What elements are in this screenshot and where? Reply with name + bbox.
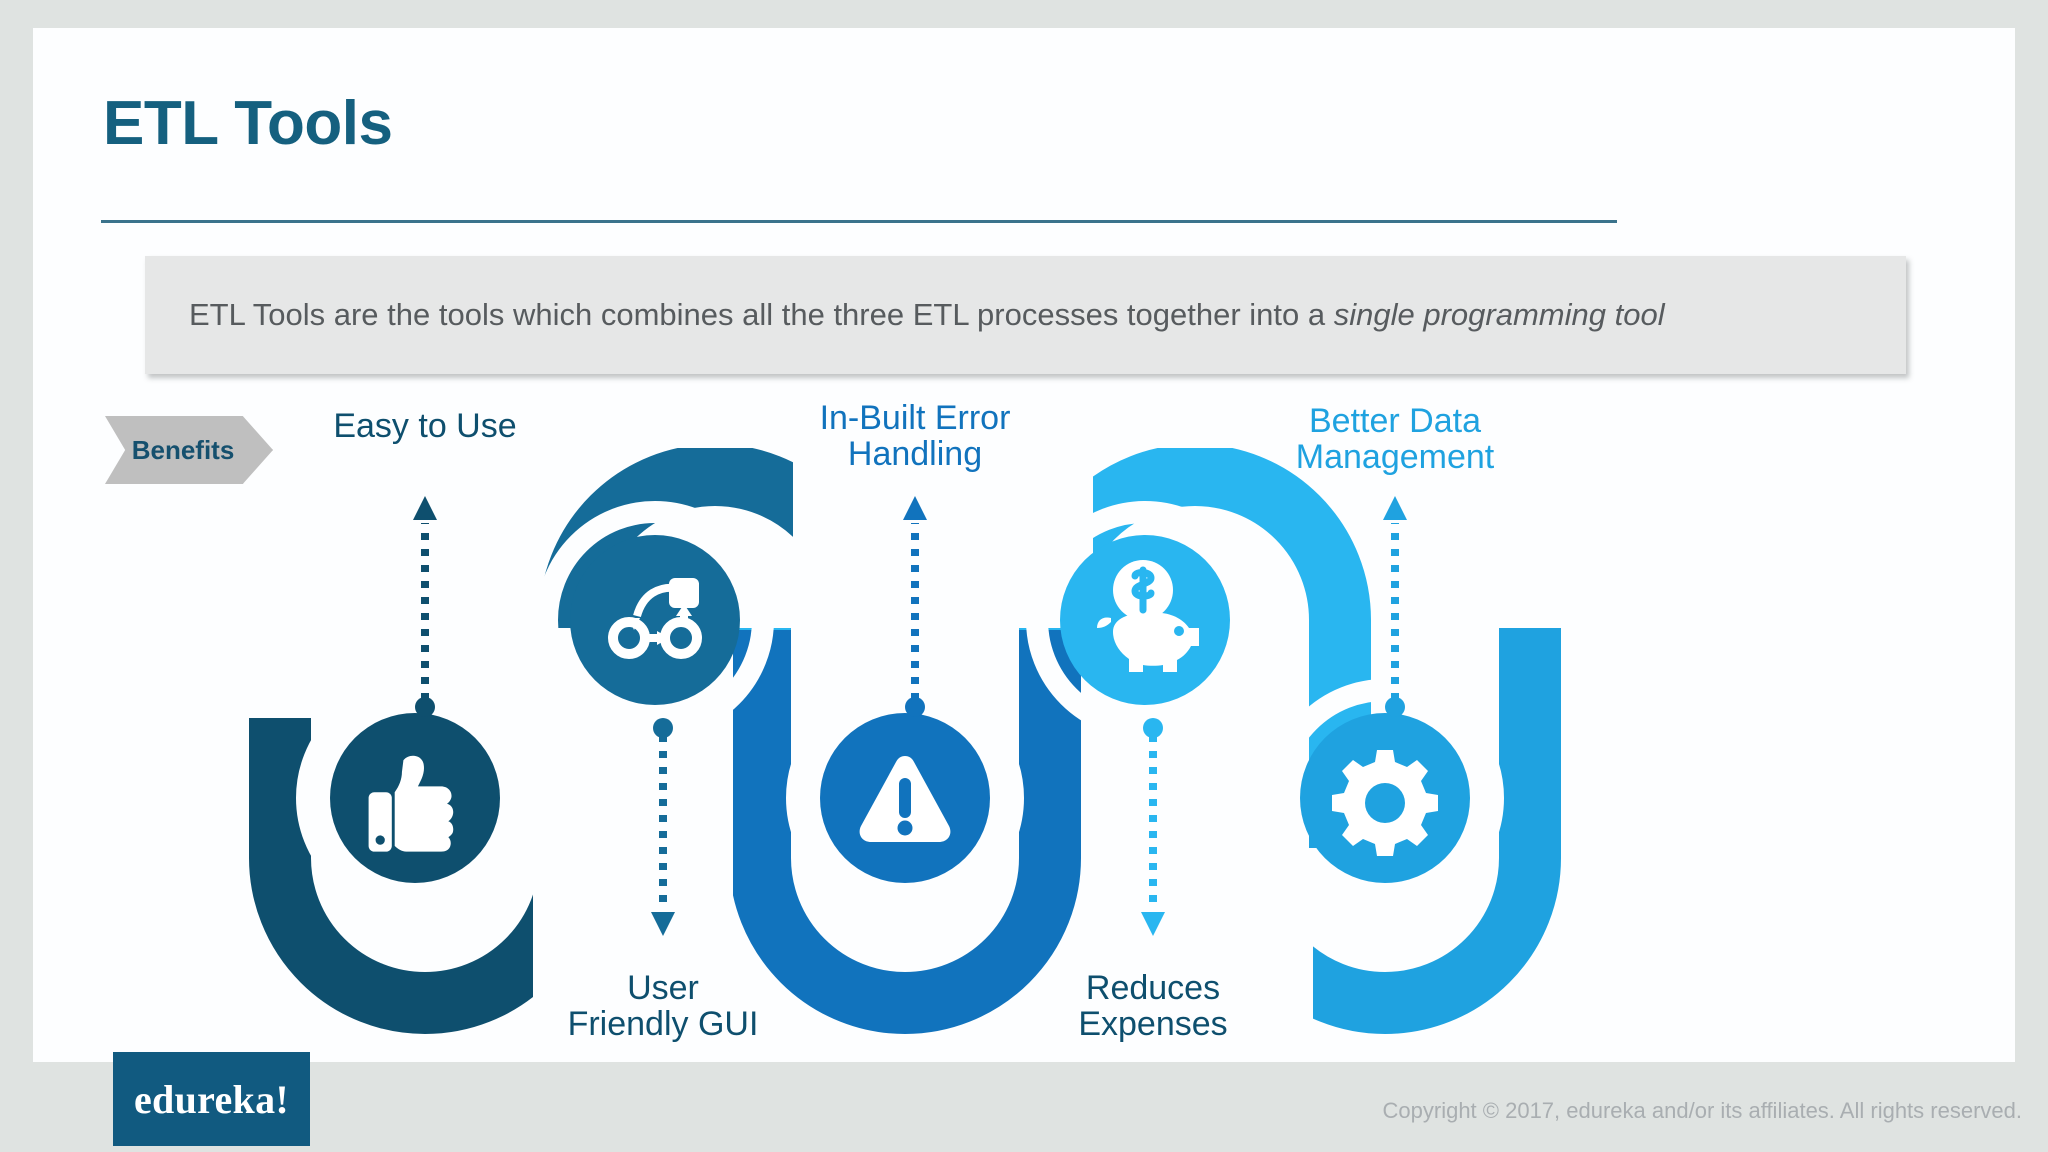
ring-user-friendly-gui: [536, 501, 774, 739]
piggy-bank-icon: [1097, 560, 1199, 672]
page-title: ETL Tools: [103, 89, 393, 158]
connector-user-friendly-gui: [651, 718, 675, 936]
connector-better-data-management: [1383, 496, 1407, 717]
workflow-diagram-icon: [608, 578, 702, 659]
gear-icon: [1332, 750, 1438, 856]
ring-reduces-expenses: [1026, 501, 1264, 739]
node-user-friendly-gui: [570, 535, 740, 705]
description-callout: ETL Tools are the tools which combines a…: [145, 256, 1906, 374]
node-reduces-expenses: [1060, 535, 1230, 705]
footer-band: [0, 1062, 2048, 1152]
slide-canvas: ETL Tools ETL Tools are the tools which …: [33, 28, 2015, 1090]
thumbs-up-icon: [368, 755, 454, 852]
label-user-friendly-gui: User Friendly GUI: [567, 969, 759, 1044]
benefits-chevron-tag: Benefits: [105, 416, 273, 484]
label-easy-to-use: Easy to Use: [333, 407, 517, 445]
connector-in-built-error-handling: [903, 496, 927, 717]
ring-in-built-error-handling: [786, 679, 1024, 917]
label-reduces-expenses: Reduces Expenses: [1078, 969, 1228, 1044]
warning-triangle-icon: [859, 756, 951, 842]
benefits-wave-graphic: [33, 28, 2015, 1090]
logo-text: edureka!: [134, 1076, 289, 1122]
copyright-text: Copyright © 2017, edureka and/or its aff…: [1382, 1098, 2022, 1123]
benefits-tag-label: Benefits: [131, 434, 235, 465]
label-better-data-management: Better Data Management: [1295, 402, 1495, 477]
description-prefix: ETL Tools are the tools which combines a…: [189, 297, 1334, 332]
connector-easy-to-use: [413, 496, 437, 717]
title-divider: [101, 220, 1617, 223]
edureka-logo: edureka!: [113, 1052, 310, 1146]
description-emphasis: single programming tool: [1333, 297, 1665, 332]
ring-easy-to-use: [296, 679, 534, 917]
node-in-built-error-handling: [820, 713, 990, 883]
description-text: ETL Tools are the tools which combines a…: [145, 297, 1665, 333]
node-easy-to-use: [330, 713, 500, 883]
node-better-data-management: [1300, 713, 1470, 883]
connector-reduces-expenses: [1141, 718, 1165, 936]
ring-better-data-management: [1266, 679, 1504, 917]
label-in-built-error-handling: In-Built Error Handling: [819, 399, 1011, 474]
